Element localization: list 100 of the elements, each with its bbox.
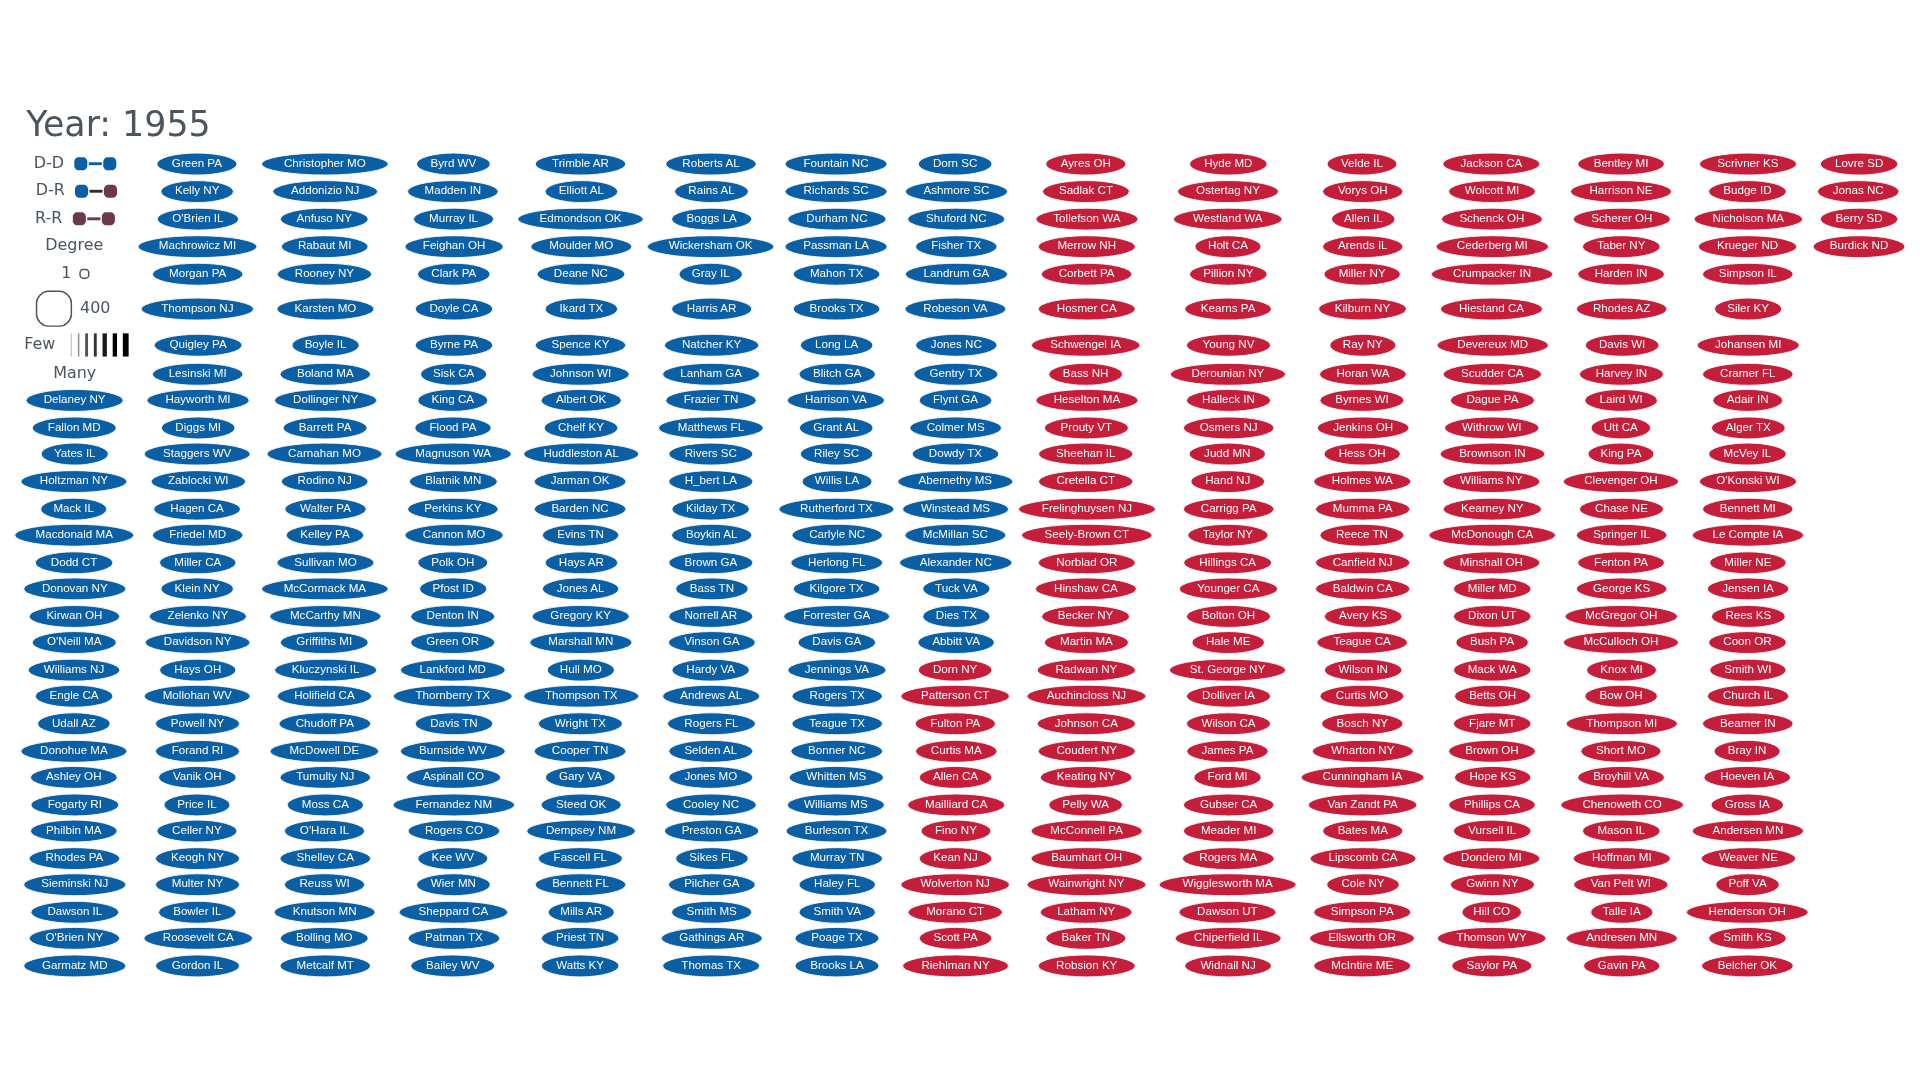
node-ellipse: Albert OK — [540, 389, 622, 412]
node-ellipse: Steed OK — [540, 793, 622, 817]
node-ellipse: Udall AZ — [37, 712, 111, 736]
node-ellipse: Sisk CA — [420, 362, 488, 386]
node-ellipse: Fisher TX — [915, 235, 998, 259]
node-ellipse: Reuss WI — [284, 873, 366, 897]
node-ellipse: Gray IL — [678, 262, 743, 286]
node-ellipse: Winstead MS — [902, 497, 1009, 521]
label: Few — [24, 334, 56, 354]
node-ellipse: Whitten MS — [788, 766, 884, 789]
node-ellipse: Matthews FL — [658, 416, 764, 440]
node-ellipse: Lankford MD — [400, 658, 506, 682]
node-ellipse: Robeson VA — [904, 297, 1007, 321]
node-ellipse: Bolton OH — [1186, 605, 1271, 628]
node-ellipse: Quigley PA — [153, 333, 243, 357]
node-ellipse: Natcher KY — [664, 333, 760, 357]
node-ellipse: Ikard TX — [544, 297, 619, 321]
node-ellipse: Allen IL — [1331, 207, 1396, 231]
node-ellipse: Brown GA — [668, 551, 754, 575]
node-ellipse: Church IL — [1706, 684, 1790, 708]
node-ellipse: Avery KS — [1324, 605, 1403, 628]
node-ellipse: Gwinn NY — [1449, 873, 1535, 897]
node-ellipse: Arends IL — [1322, 235, 1404, 259]
node-ellipse: Fulton PA — [914, 712, 996, 736]
node-ellipse: Saylor PA — [1451, 954, 1533, 978]
node-ellipse: Poff VA — [1715, 873, 1780, 897]
node-ellipse: Chudoff PA — [278, 712, 372, 736]
node-ellipse: Thomson WY — [1436, 926, 1547, 950]
node-ellipse: Short MO — [1580, 739, 1662, 763]
node-ellipse: Fogarty RI — [30, 793, 120, 817]
node-ellipse: Scudder CA — [1442, 362, 1542, 386]
node-ellipse: Jarman OK — [533, 470, 627, 493]
node-ellipse: Harvey IN — [1579, 362, 1664, 386]
node-ellipse: Krueger ND — [1698, 235, 1798, 259]
node-ellipse: Donohue MA — [20, 739, 128, 763]
node-ellipse: Minshall OH — [1442, 551, 1541, 575]
node-ellipse: Ellsworth OR — [1309, 926, 1415, 950]
node-ellipse: Flynt GA — [918, 389, 993, 412]
node-ellipse: Gathings AR — [660, 926, 763, 950]
node-ellipse: Smith VA — [798, 900, 876, 924]
node-ellipse: Thompson TX — [523, 684, 640, 708]
node-ellipse: Rodino NJ — [280, 470, 369, 493]
node-ellipse: Meader MI — [1182, 819, 1275, 843]
node-ellipse: Coudert NY — [1037, 739, 1136, 763]
node-ellipse: Feighan OH — [404, 235, 504, 259]
node-ellipse: Hiestand CA — [1440, 297, 1543, 321]
node-ellipse: Abbitt VA — [917, 631, 995, 654]
node-ellipse: H_bert LA — [668, 470, 754, 493]
node-ellipse: Chelf KY — [543, 416, 619, 440]
node-ellipse: Priest TN — [540, 926, 620, 950]
node-ellipse: Davidson NY — [144, 631, 251, 654]
node-ellipse: Tollefson WA — [1035, 207, 1139, 231]
node-ellipse: Zablocki WI — [150, 470, 246, 493]
node-ellipse: Davis GA — [797, 631, 877, 654]
node-ellipse: Dawson IL — [30, 900, 120, 924]
node-ellipse: Weaver NE — [1700, 847, 1797, 870]
node-ellipse: Judd MN — [1188, 442, 1266, 466]
node-ellipse: Derounian NY — [1169, 362, 1286, 386]
node-ellipse: Davis WI — [1584, 333, 1660, 357]
node-ellipse: O'Brien IL — [156, 207, 240, 231]
node-ellipse: Byrnes WI — [1319, 389, 1405, 412]
node-ellipse: Norblad OR — [1037, 551, 1136, 575]
node-ellipse: Martin MA — [1043, 631, 1129, 654]
node-ellipse: Baumhart OH — [1030, 847, 1143, 870]
node-ellipse: Scherer OH — [1572, 207, 1671, 231]
node-ellipse: Philbin MA — [30, 819, 118, 843]
node-ellipse: Budge ID — [1708, 180, 1787, 203]
node-ellipse: Harrison NE — [1570, 180, 1672, 203]
node-ellipse: Trimble AR — [534, 152, 627, 176]
node-ellipse: Thompson NJ — [140, 297, 255, 321]
node-ellipse: Pelly WA — [1048, 793, 1123, 817]
node-ellipse: Ford MI — [1193, 766, 1262, 789]
node-ellipse: Rutherford TX — [778, 497, 895, 521]
node-ellipse: Berry SD — [1819, 207, 1899, 231]
node-ellipse: Donovan NY — [23, 577, 127, 601]
node-ellipse: Gregory KY — [531, 605, 630, 628]
node-ellipse: Dowdy TX — [911, 442, 1000, 466]
node-ellipse: Byrne PA — [414, 333, 494, 357]
node-ellipse: Fjare MT — [1453, 712, 1532, 736]
node-ellipse: Bennett FL — [534, 873, 627, 897]
node-ellipse: O'Hara IL — [284, 819, 366, 843]
node-ellipse: Riehlman NY — [902, 954, 1009, 978]
node-ellipse: Wigglesworth MA — [1158, 873, 1297, 897]
node-ellipse: Walter PA — [284, 497, 367, 521]
node-ellipse: Marshall MN — [529, 631, 633, 654]
node-ellipse: Brooks LA — [794, 954, 880, 978]
node-ellipse: Bush PA — [1455, 631, 1529, 654]
node-ellipse: Karsten MO — [276, 297, 375, 321]
node-ellipse: Andrews AL — [662, 684, 761, 708]
node-ellipse: Wilson CA — [1186, 712, 1271, 736]
node-ellipse: Williams NJ — [27, 658, 121, 682]
node-ellipse: Bailey WV — [410, 954, 496, 978]
node-ellipse: Phillips CA — [1448, 793, 1536, 817]
node-ellipse: McIntire ME — [1313, 954, 1412, 978]
node-ellipse: Jenkins OH — [1316, 416, 1410, 440]
node-ellipse: Canfield NJ — [1315, 551, 1411, 575]
node-ellipse: Gentry TX — [913, 362, 999, 386]
node-ellipse: Henderson OH — [1686, 900, 1809, 924]
node-ellipse: Jonas NC — [1817, 180, 1900, 203]
node-ellipse: Harrison VA — [786, 389, 885, 412]
